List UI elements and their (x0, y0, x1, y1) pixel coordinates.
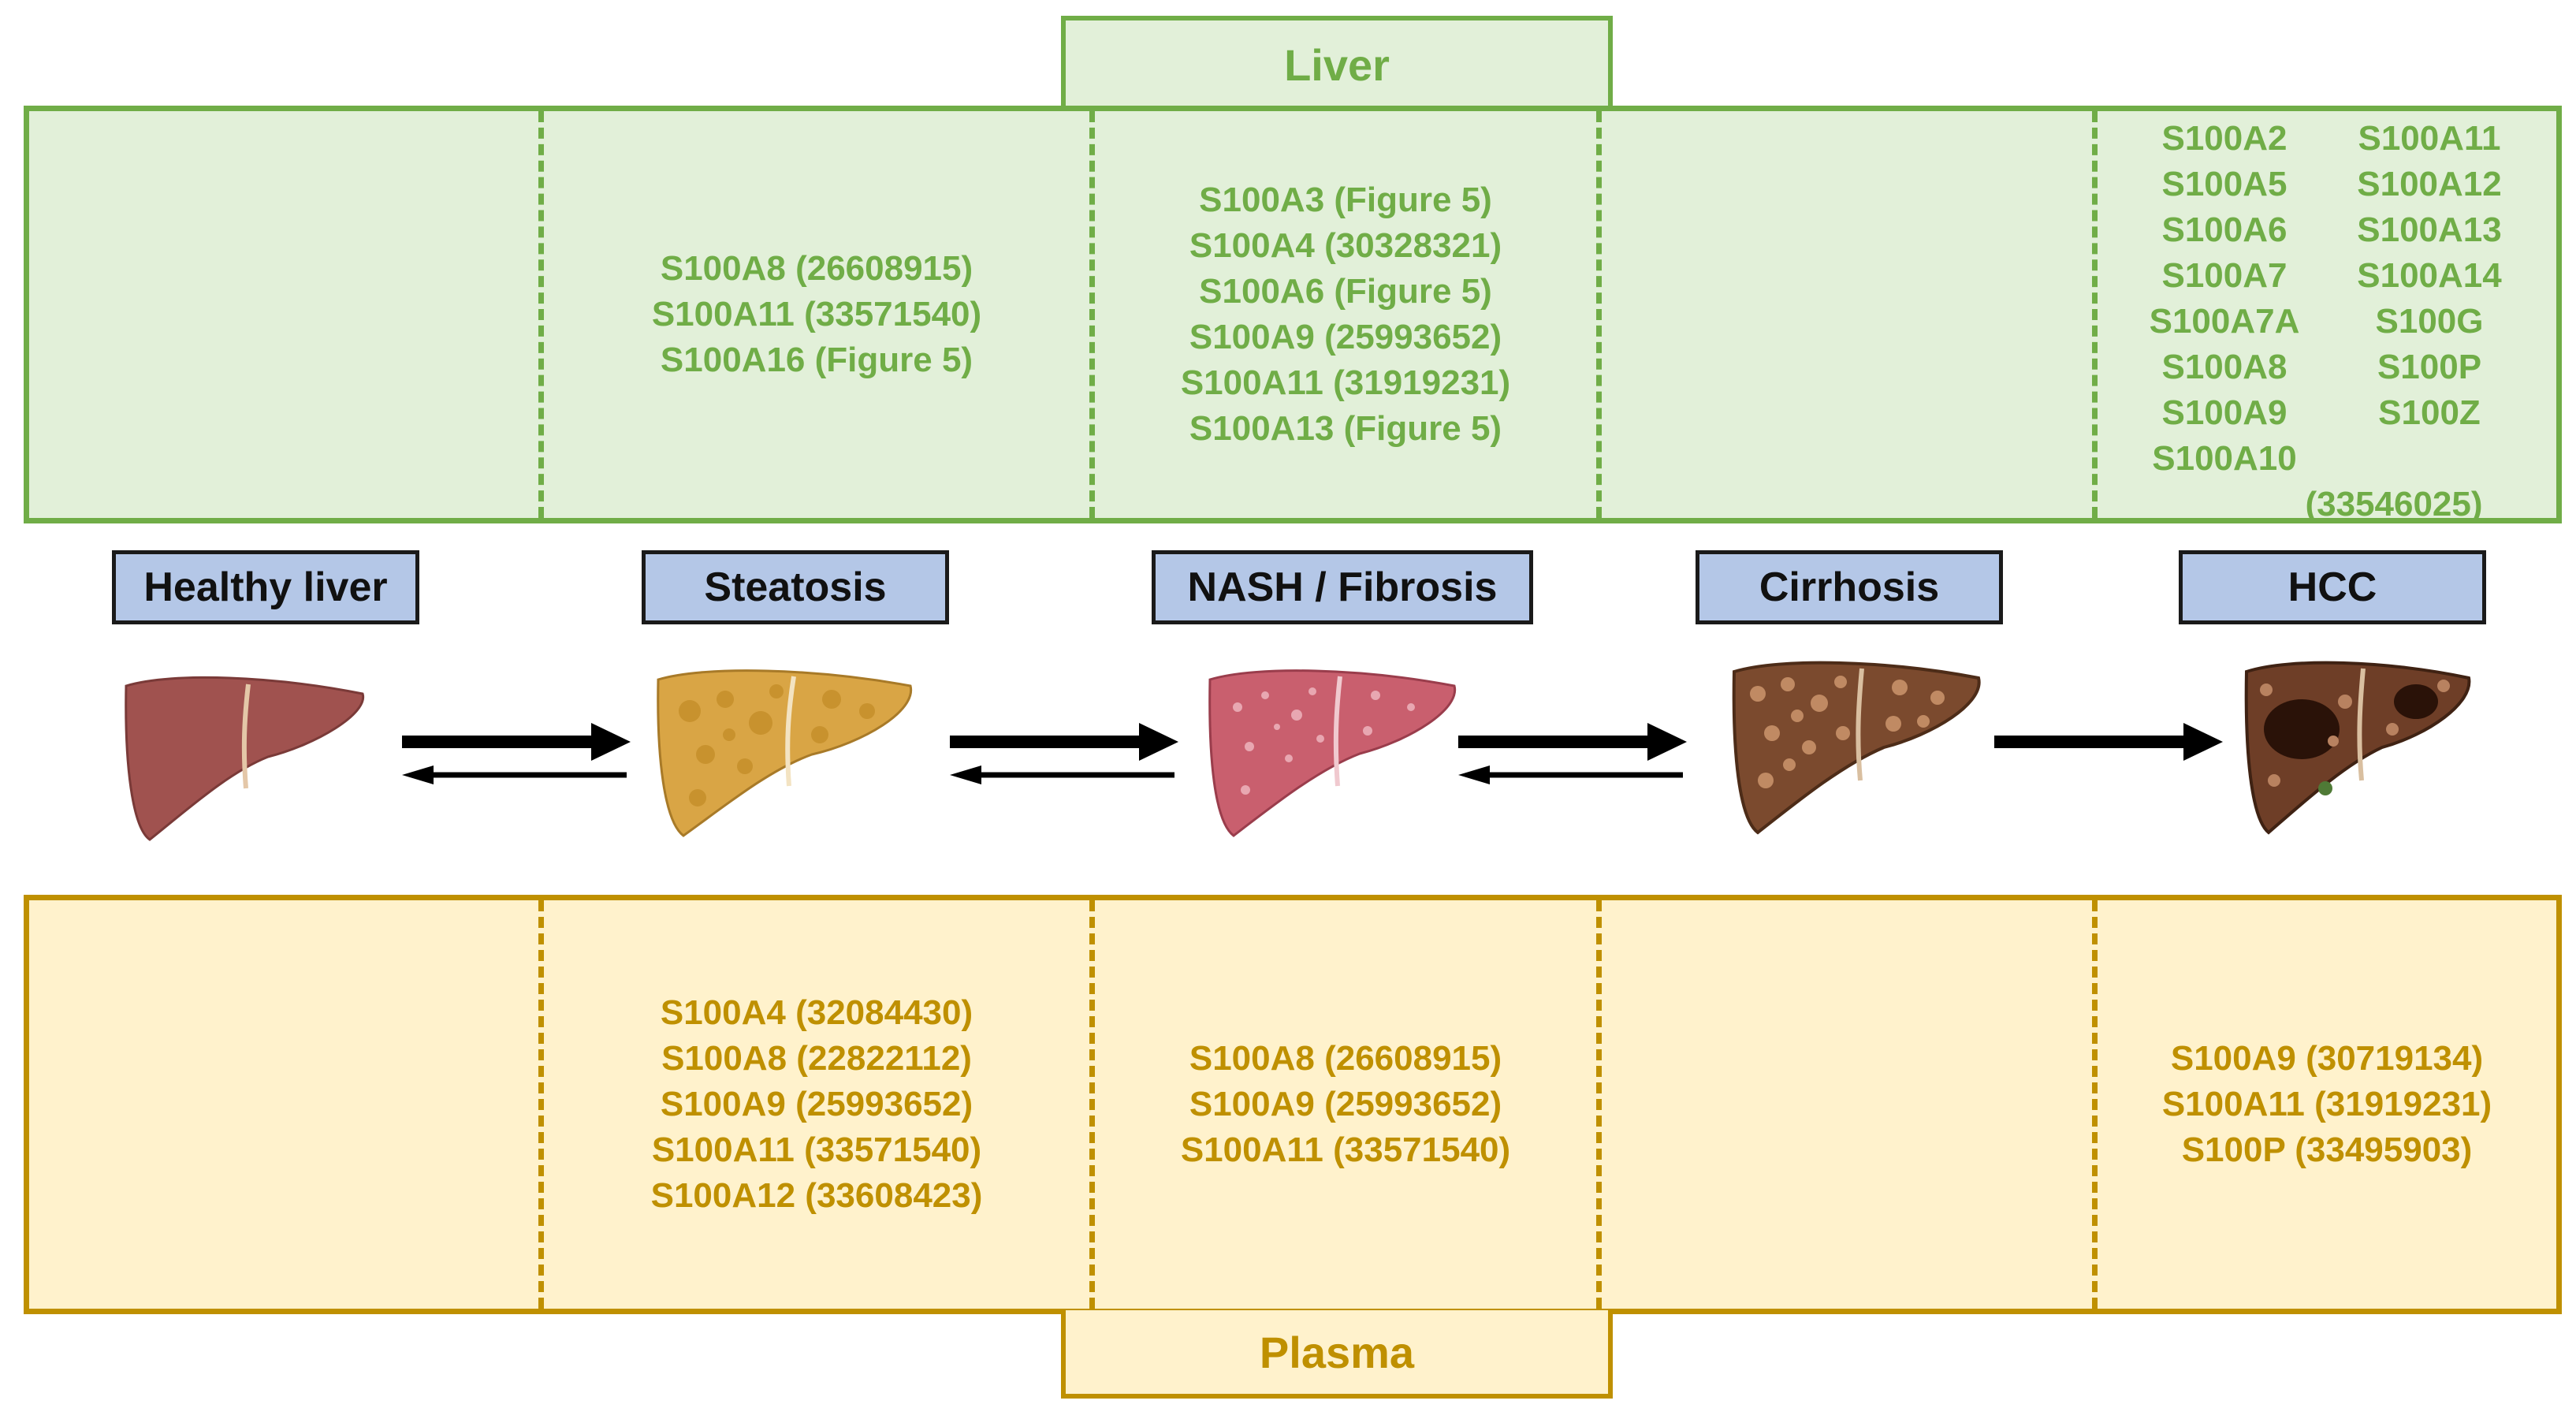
marker-entry: S100A12 (2357, 165, 2502, 203)
steatosis-liver-icon (657, 669, 913, 837)
liver-nash-cell: S100A3 (Figure 5) S100A4 (30328321) S100A6… (1095, 111, 1596, 518)
plasma-nash-cell: S100A8 (26608915) S100A9 (25993652) S100A1… (1095, 900, 1596, 1309)
column-divider (538, 111, 544, 518)
marker-entry: S100P (2377, 348, 2482, 386)
liver-cirrhosis-cell (1602, 111, 2092, 518)
marker-entry: S100A8 (2161, 348, 2288, 386)
cirrhosis-liver-icon (1732, 661, 1981, 835)
column-divider (1089, 900, 1095, 1309)
stage-steatosis: Steatosis (642, 550, 949, 624)
marker-entry: S100A6 (Figure 5) (1199, 272, 1492, 311)
hcc-liver-icon (2244, 661, 2471, 835)
marker-entry: S100A7A (2149, 302, 2300, 341)
reversible-arrow-icon (1458, 723, 1687, 784)
marker-entry: S100A5 (2161, 165, 2288, 203)
liver-steatosis-cell: S100A8 (26608915) S100A11 (33571540) S100A… (544, 111, 1089, 518)
hcc-reference: (33546025) (2305, 485, 2483, 523)
stage-nash-fibrosis: NASH / Fibrosis (1152, 550, 1533, 624)
marker-entry: S100A8 (22822112) (661, 1039, 972, 1078)
marker-entry: S100A11 (31919231) (1180, 363, 1511, 402)
marker-entry: S100A4 (30328321) (1189, 226, 1502, 265)
marker-entry: S100A9 (25993652) (1189, 318, 1502, 356)
marker-entry: S100A9 (30719134) (2170, 1039, 2484, 1078)
marker-entry: S100G (2375, 302, 2484, 341)
marker-entry: S100A16 (Figure 5) (660, 341, 973, 379)
irreversible-arrow-icon (1994, 723, 2223, 761)
marker-entry: S100A11 (33571540) (651, 295, 982, 333)
column-divider (1596, 900, 1602, 1309)
marker-entry: S100A13 (2357, 210, 2502, 249)
marker-entry: S100A6 (2161, 210, 2288, 249)
plasma-hcc-cell: S100A9 (30719134) S100A11 (31919231) S100P… (2098, 900, 2556, 1309)
plasma-cirrhosis-cell (1602, 900, 2092, 1309)
plasma-section-label: Plasma (1061, 1310, 1613, 1399)
liver-healthy-cell (29, 111, 538, 518)
marker-entry: S100A8 (26608915) (1189, 1039, 1502, 1078)
marker-entry: S100A4 (32084430) (660, 993, 973, 1032)
marker-entry: S100A3 (Figure 5) (1199, 181, 1492, 219)
marker-entry: S100A11 (33571540) (1180, 1130, 1511, 1169)
column-divider (2092, 111, 2098, 518)
marker-entry: S100A8 (26608915) (660, 249, 973, 288)
marker-entry: S100A10 (2152, 439, 2297, 478)
marker-entry: S100A9 (25993652) (1189, 1085, 1502, 1123)
stage-cirrhosis: Cirrhosis (1696, 550, 2003, 624)
liver-markers-panel: S100A8 (26608915) S100A11 (33571540) S100A… (24, 106, 2562, 523)
marker-entry: S100A11 (33571540) (651, 1130, 982, 1169)
reversible-arrow-icon (950, 723, 1178, 784)
column-divider (1089, 111, 1095, 518)
plasma-healthy-cell (29, 900, 538, 1309)
marker-entry: S100A9 (2161, 393, 2288, 432)
marker-entry: S100A7 (2161, 256, 2288, 295)
reversible-arrow-icon (402, 723, 631, 784)
marker-entry: S100A2 (2161, 119, 2288, 158)
healthy-liver-icon (125, 676, 365, 841)
column-divider (1596, 111, 1602, 518)
marker-entry: S100A9 (25993652) (660, 1085, 973, 1123)
stage-hcc: HCC (2179, 550, 2486, 624)
marker-entry: S100Z (2378, 393, 2481, 432)
plasma-steatosis-cell: S100A4 (32084430) S100A8 (22822112) S100A9… (544, 900, 1089, 1309)
marker-entry: S100A13 (Figure 5) (1189, 409, 1502, 448)
nash-liver-icon (1208, 669, 1457, 837)
liver-section-label: Liver (1061, 16, 1613, 109)
column-divider (2092, 900, 2098, 1309)
column-divider (538, 900, 544, 1309)
marker-entry: S100A11 (2358, 119, 2501, 158)
marker-entry: S100A12 (33608423) (650, 1176, 983, 1215)
stage-healthy-liver: Healthy liver (112, 550, 419, 624)
plasma-markers-panel: S100A4 (32084430) S100A8 (22822112) S100A9… (24, 895, 2562, 1314)
marker-entry: S100P (33495903) (2181, 1130, 2473, 1169)
marker-entry: S100A11 (31919231) (2161, 1085, 2492, 1123)
marker-entry: S100A14 (2357, 256, 2502, 295)
